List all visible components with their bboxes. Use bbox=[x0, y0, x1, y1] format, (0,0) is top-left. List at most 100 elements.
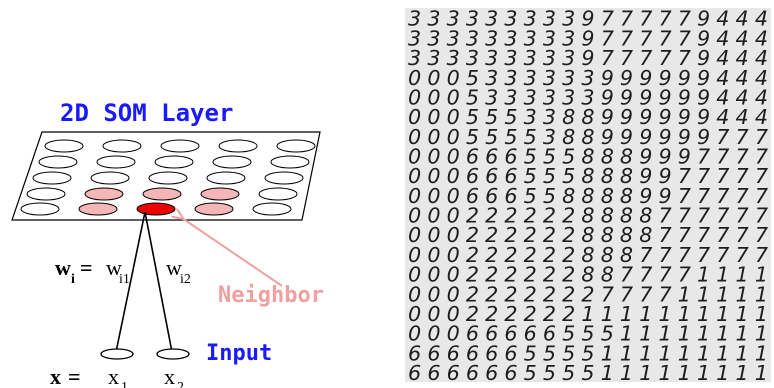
digit-cell: 3 bbox=[562, 26, 575, 50]
digit-cell: 1 bbox=[620, 302, 633, 326]
digit-cell: 5 bbox=[581, 322, 594, 346]
digit-cell: 4 bbox=[736, 8, 749, 31]
digit-cell: 1 bbox=[659, 322, 672, 346]
digit-cell: 3 bbox=[543, 26, 556, 50]
digit-cell: 0 bbox=[447, 125, 460, 149]
digit-cell: 5 bbox=[543, 184, 556, 208]
digit-cell: 0 bbox=[427, 282, 440, 306]
digit-cell: 3 bbox=[543, 46, 556, 70]
som-diagram: 2D SOM Layer Neighbor w i = w i1 w i2 In… bbox=[11, 99, 324, 388]
digit-cell: 1 bbox=[736, 361, 749, 382]
digit-cell: 5 bbox=[543, 164, 556, 188]
digit-cell: 2 bbox=[504, 243, 517, 267]
digit-cell: 5 bbox=[562, 341, 575, 365]
digit-cell: 3 bbox=[562, 8, 575, 31]
digit-cell: 1 bbox=[601, 341, 614, 365]
digit-cell: 6 bbox=[408, 341, 421, 365]
digit-cell: 1 bbox=[620, 341, 633, 365]
digit-cell: 7 bbox=[639, 8, 652, 31]
digit-cell: 8 bbox=[601, 145, 614, 169]
digit-cell: 7 bbox=[601, 46, 614, 70]
digit-cell: 7 bbox=[659, 26, 672, 50]
digit-cell: 4 bbox=[755, 8, 768, 31]
digit-cell: 2 bbox=[543, 282, 556, 306]
digit-cell: 8 bbox=[601, 223, 614, 247]
som-node bbox=[212, 155, 252, 169]
digit-cell: 2 bbox=[504, 223, 517, 247]
digit-cell: 7 bbox=[736, 145, 749, 169]
digit-cell: 3 bbox=[427, 46, 440, 70]
som-node bbox=[206, 171, 246, 185]
digit-cell: 0 bbox=[427, 302, 440, 326]
digit-cell: 6 bbox=[427, 361, 440, 382]
digit-cell: 1 bbox=[697, 322, 710, 346]
som-node bbox=[90, 171, 130, 185]
digit-cell: 8 bbox=[581, 125, 594, 149]
digit-cell: 1 bbox=[659, 361, 672, 382]
digit-cell: 3 bbox=[581, 86, 594, 110]
digit-cell: 7 bbox=[755, 164, 768, 188]
digit-cell: 8 bbox=[620, 223, 633, 247]
digit-cell: 2 bbox=[485, 263, 498, 287]
input-x2-sub: 2 bbox=[177, 380, 184, 388]
digit-cell: 7 bbox=[755, 125, 768, 149]
input-node-1 bbox=[100, 348, 134, 360]
digit-cell: 9 bbox=[678, 105, 691, 129]
weight-line-left bbox=[115, 211, 146, 353]
digit-cell: 6 bbox=[408, 361, 421, 382]
digit-cell: 1 bbox=[678, 341, 691, 365]
digit-cell: 1 bbox=[581, 302, 594, 326]
digit-cell: 2 bbox=[485, 302, 498, 326]
input-equation: x = x 1 x 2 bbox=[50, 364, 184, 388]
digit-cell: 5 bbox=[524, 184, 537, 208]
input-equals: = bbox=[68, 364, 81, 388]
digit-cell: 9 bbox=[678, 66, 691, 90]
digit-cell: 7 bbox=[659, 223, 672, 247]
digit-cell: 1 bbox=[736, 341, 749, 365]
digit-cell: 1 bbox=[755, 341, 768, 365]
digit-cell: 6 bbox=[485, 361, 498, 382]
digit-cell: 8 bbox=[639, 223, 652, 247]
digit-cell: 0 bbox=[408, 105, 421, 129]
digit-cell: 6 bbox=[466, 184, 479, 208]
digit-cell: 5 bbox=[581, 361, 594, 382]
som-node bbox=[270, 155, 310, 169]
som-node bbox=[20, 202, 60, 216]
digit-cell: 5 bbox=[524, 125, 537, 149]
digit-cell: 0 bbox=[408, 302, 421, 326]
digit-cell: 9 bbox=[659, 145, 672, 169]
digit-cell: 7 bbox=[755, 145, 768, 169]
digit-cell: 7 bbox=[620, 282, 633, 306]
digit-cell: 1 bbox=[755, 302, 768, 326]
digit-cell: 3 bbox=[504, 8, 517, 31]
digit-cell: 2 bbox=[466, 243, 479, 267]
digit-cell: 0 bbox=[427, 184, 440, 208]
digit-cell: 9 bbox=[601, 86, 614, 110]
digit-cell: 9 bbox=[697, 46, 710, 70]
digit-cell: 8 bbox=[562, 125, 575, 149]
som-node bbox=[96, 155, 136, 169]
digit-cell: 7 bbox=[678, 26, 691, 50]
digit-cell: 0 bbox=[447, 145, 460, 169]
digit-cell: 8 bbox=[620, 184, 633, 208]
digit-cell: 5 bbox=[562, 145, 575, 169]
som-node-neighbor bbox=[200, 187, 240, 201]
digit-cell: 1 bbox=[601, 361, 614, 382]
digit-cell: 5 bbox=[485, 105, 498, 129]
digit-cell: 9 bbox=[659, 105, 672, 129]
digit-cell: 8 bbox=[562, 184, 575, 208]
digit-cell: 8 bbox=[620, 243, 633, 267]
digit-cell: 2 bbox=[543, 204, 556, 228]
digit-cell: 7 bbox=[639, 26, 652, 50]
digit-cell: 9 bbox=[678, 86, 691, 110]
digit-cell: 4 bbox=[755, 105, 768, 129]
digit-cell: 2 bbox=[562, 223, 575, 247]
digit-cell: 6 bbox=[485, 184, 498, 208]
digit-cell: 5 bbox=[524, 145, 537, 169]
digit-cell: 3 bbox=[485, 8, 498, 31]
digit-cell: 1 bbox=[716, 341, 729, 365]
digit-cell: 9 bbox=[581, 26, 594, 50]
digit-cell: 8 bbox=[581, 204, 594, 228]
digit-cell: 9 bbox=[697, 86, 710, 110]
weight-equals: = bbox=[80, 255, 93, 280]
